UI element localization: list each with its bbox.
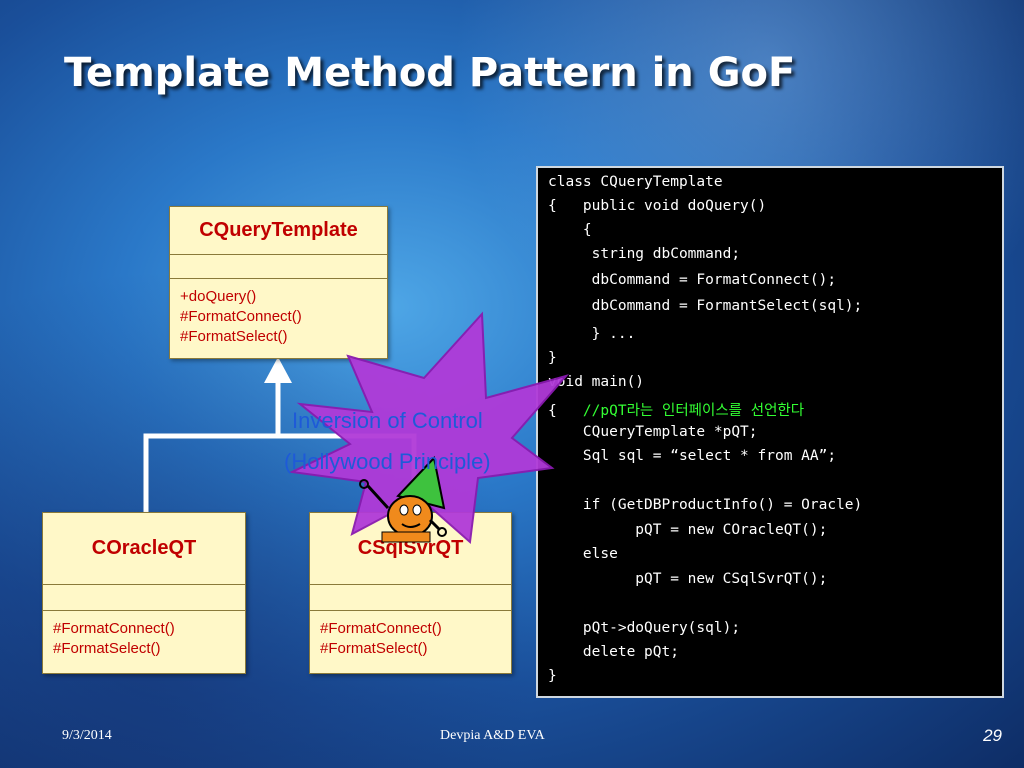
code-line: pQt->doQuery(sql); (548, 620, 741, 636)
page-number: 29 (983, 726, 1002, 745)
code-line: { (548, 222, 592, 238)
code-line: dbCommand = FormatConnect(); (548, 272, 837, 288)
code-line: else (548, 546, 618, 562)
code-line: } (548, 350, 557, 366)
code-line: } ... (548, 326, 636, 342)
callout-line-2: (Hollywood Principle) (284, 449, 491, 474)
class-box-cquerytemplate: CQueryTemplate +doQuery() #FormatConnect… (169, 206, 388, 359)
code-brace: { (548, 403, 583, 419)
code-line: delete pQt; (548, 644, 679, 660)
class-operations: +doQuery() #FormatConnect() #FormatSelec… (170, 279, 387, 355)
class-operations: #FormatConnect() #FormatSelect() (43, 611, 245, 667)
class-operations: #FormatConnect() #FormatSelect() (310, 611, 511, 667)
operation: #FormatConnect() (320, 620, 442, 637)
code-line: if (GetDBProductInfo() = Oracle) (548, 497, 863, 513)
operation: #FormatConnect() (180, 308, 302, 325)
code-line: } (548, 668, 557, 684)
inheritance-arrowhead (264, 357, 292, 383)
code-line: pQT = new COracleQT(); (548, 522, 828, 538)
operation: #FormatSelect() (53, 640, 161, 657)
code-line: pQT = new CSqlSvrQT(); (548, 571, 828, 587)
wizard-clipart-icon (359, 455, 447, 543)
code-line: { public void doQuery() (548, 198, 767, 214)
starburst-shape (288, 311, 569, 544)
class-name: COracleQT (43, 513, 245, 585)
code-panel: class CQueryTemplate { public void doQue… (536, 166, 1004, 698)
operation: #FormatSelect() (180, 328, 288, 345)
code-line: string dbCommand; (548, 246, 741, 262)
class-attributes (43, 585, 245, 611)
class-box-coracleqt: COracleQT #FormatConnect() #FormatSelect… (42, 512, 246, 674)
code-line: dbCommand = FormantSelect(sql); (548, 298, 863, 314)
code-line-comment: { //pQT라는 인터페이스를 선언한다 (548, 399, 804, 420)
code-line: Sql sql = “select * from AA”; (548, 448, 837, 464)
operation: +doQuery() (180, 288, 257, 305)
code-comment: //pQT라는 인터페이스를 선언한다 (582, 403, 805, 419)
footer-center: Devpia A&D EVA (440, 728, 545, 743)
operation: #FormatConnect() (53, 620, 175, 637)
class-name: CQueryTemplate (170, 207, 387, 255)
code-line: CQueryTemplate *pQT; (548, 424, 758, 440)
callout-line-1: Inversion of Control (292, 408, 483, 433)
operation: #FormatSelect() (320, 640, 428, 657)
class-attributes (170, 255, 387, 279)
footer-date: 9/3/2014 (62, 728, 112, 743)
code-line: class CQueryTemplate (548, 174, 723, 190)
slide-title: Template Method Pattern in GoF (64, 50, 796, 96)
class-attributes (310, 585, 511, 611)
